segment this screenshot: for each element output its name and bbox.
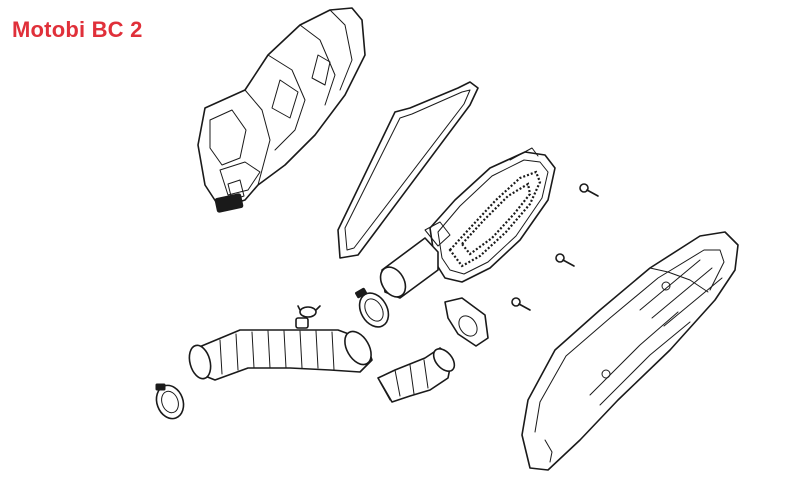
- screw-2: [555, 253, 575, 267]
- flange-plate: [444, 297, 489, 347]
- hose-clamp-large: [355, 287, 390, 328]
- screw-1: [579, 183, 599, 197]
- airbox-cover: [521, 231, 739, 471]
- airbox-housing-upper: [197, 7, 366, 213]
- screw-3: [511, 297, 531, 311]
- air-filter-element: [379, 147, 556, 299]
- hose-clamp-small: [155, 383, 185, 420]
- spring-clip: [297, 305, 321, 318]
- airbox-gasket: [337, 81, 479, 259]
- intake-hose: [188, 317, 373, 381]
- elbow-boot: [377, 347, 456, 403]
- diagram-title: Motobi BC 2: [12, 17, 143, 42]
